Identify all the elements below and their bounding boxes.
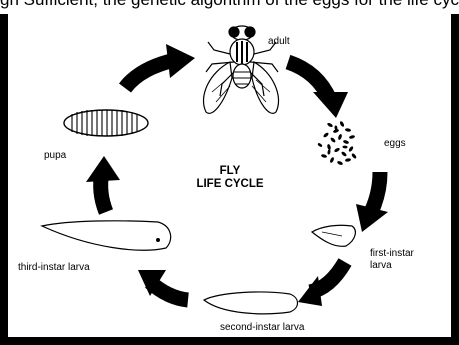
label-third-instar: third-instar larva	[18, 262, 90, 274]
arrow-first-to-second-instar	[298, 262, 345, 306]
label-adult: adult	[268, 36, 290, 48]
title-line-life-cycle: LIFE CYCLE	[180, 178, 280, 191]
second-instar-larva-illustration	[204, 292, 298, 314]
pupa-illustration	[64, 110, 148, 136]
arrow-eggs-to-first-instar	[356, 172, 388, 232]
label-second-instar: second-instar larva	[220, 322, 304, 334]
title-line-fly: FLY	[180, 165, 280, 178]
arrow-third-instar-to-pupa	[86, 156, 120, 212]
eggs-cluster	[317, 121, 357, 166]
label-first-instar-line1: first-instar	[370, 248, 414, 260]
arrow-second-to-third-instar	[138, 270, 188, 300]
third-instar-larva-illustration	[42, 221, 171, 250]
label-pupa: pupa	[44, 150, 66, 162]
label-first-instar-line2: larva	[370, 260, 392, 272]
first-instar-larva-illustration	[312, 225, 355, 246]
arrow-pupa-to-adult	[125, 44, 195, 88]
arrow-adult-to-eggs	[288, 62, 348, 118]
label-eggs: eggs	[384, 138, 406, 150]
diagram-title: FLY LIFE CYCLE	[180, 165, 280, 191]
